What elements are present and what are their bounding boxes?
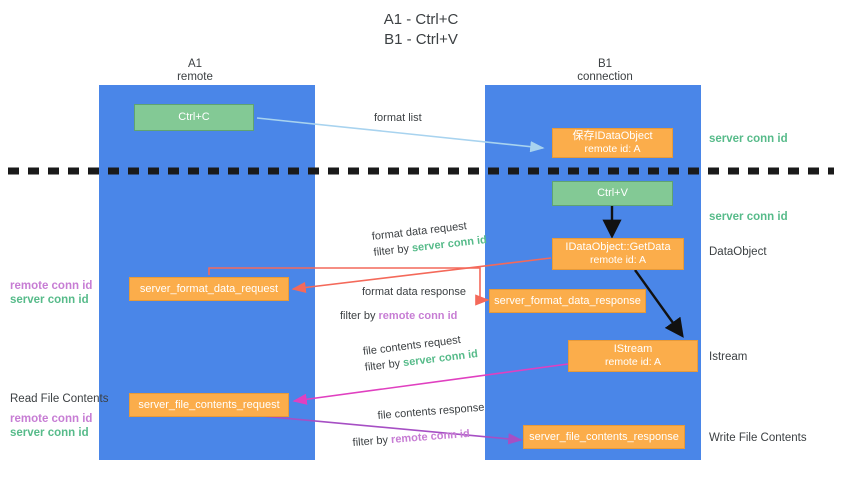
edge-file-contents-response-text: file contents response (377, 401, 485, 422)
node-save-idataobject[interactable]: 保存IDataObject remote id: A (552, 128, 673, 158)
title-line-1: A1 - Ctrl+C (383, 11, 459, 28)
label-left-remote-conn-id-1: remote conn id (10, 280, 93, 292)
label-left-server-conn-id-1: server conn id (10, 294, 89, 306)
node-server-file-contents-request-label: server_file_contents_request (138, 398, 280, 411)
label-right-server-conn-id-mid: server conn id (709, 211, 788, 223)
lane-header-b1: B1 connection (535, 58, 675, 84)
node-server-file-contents-request[interactable]: server_file_contents_request (129, 393, 289, 417)
filter-key-remote-conn-id: remote conn id (378, 310, 458, 322)
label-right-dataobject: DataObject (709, 246, 767, 258)
node-istream-line1: IStream (613, 343, 653, 355)
node-ctrl-c[interactable]: Ctrl+C (134, 104, 254, 131)
node-ctrl-c-label: Ctrl+C (178, 111, 210, 123)
edge-format-data-response-filter: filter by remote conn id (340, 308, 466, 324)
label-right-write-file-contents: Write File Contents (709, 432, 807, 444)
node-server-format-data-response-label: server_format_data_response (494, 294, 641, 307)
filter-prefix: filter by (373, 242, 413, 259)
node-idataobject-getdata[interactable]: IDataObject::GetData remote id: A (552, 238, 684, 270)
node-server-file-contents-response-label: server_file_contents_response (529, 430, 679, 443)
node-istream[interactable]: IStream remote id: A (568, 340, 698, 372)
filter-prefix: filter by (340, 310, 379, 322)
label-left-server-conn-id-2: server conn id (10, 427, 89, 439)
filter-key-remote-conn-id: remote conn id (390, 427, 471, 446)
lane-b1-name: B1 (597, 58, 613, 70)
node-getdata-line2: remote id: A (589, 254, 647, 266)
edge-label-file-contents-response: file contents response filter by remote … (352, 400, 487, 449)
filter-prefix: filter by (364, 357, 404, 374)
edge-file-contents-response-filter: filter by remote conn id (352, 425, 487, 451)
page-title: A1 - Ctrl+C B1 - Ctrl+V (0, 10, 842, 50)
node-save-idataobject-line1: 保存IDataObject (572, 130, 653, 142)
lane-a1-name: A1 (187, 58, 203, 70)
node-getdata-line1: IDataObject::GetData (565, 241, 671, 253)
label-right-server-conn-id-top: server conn id (709, 133, 788, 145)
node-server-file-contents-response[interactable]: server_file_contents_response (523, 425, 685, 449)
edge-label-file-contents-request: file contents request filter by server c… (362, 330, 479, 376)
edge-format-list-text: format list (374, 112, 422, 124)
lane-a1-sub: remote (177, 71, 213, 83)
label-right-istream: Istream (709, 351, 748, 363)
node-server-format-data-request-label: server_format_data_request (139, 282, 279, 295)
edge-label-format-data-response: format data response filter by remote co… (340, 284, 466, 324)
node-ctrl-v-label: Ctrl+V (597, 187, 628, 199)
edge-label-format-data-request: format data request filter by server con… (371, 216, 488, 261)
label-left-read-file-contents: Read File Contents (10, 393, 109, 405)
edge-format-data-response-text: format data response (362, 286, 466, 298)
node-server-format-data-request[interactable]: server_format_data_request (129, 277, 289, 301)
node-istream-line2: remote id: A (604, 356, 662, 368)
lane-header-a1: A1 remote (135, 58, 255, 84)
lane-b1-sub: connection (577, 71, 633, 83)
title-line-2: B1 - Ctrl+V (384, 31, 458, 48)
label-left-remote-conn-id-2: remote conn id (10, 413, 93, 425)
edge-label-format-list: format list (374, 110, 422, 126)
node-ctrl-v[interactable]: Ctrl+V (552, 181, 673, 206)
node-server-format-data-response[interactable]: server_format_data_response (489, 289, 646, 313)
filter-prefix: filter by (352, 434, 392, 449)
node-save-idataobject-line2: remote id: A (584, 143, 641, 155)
